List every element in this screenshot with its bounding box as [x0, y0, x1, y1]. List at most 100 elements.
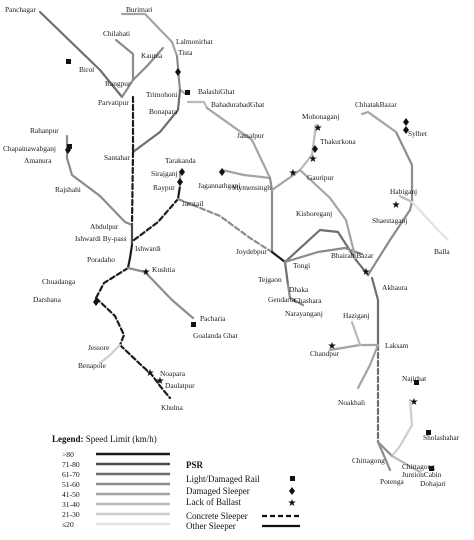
station-label[interactable]: Sholashahar [423, 433, 460, 442]
station-label[interactable]: Narayanganj [285, 309, 323, 318]
speed-band-label: >80 [62, 450, 74, 459]
psr-ballast-star: ★ [328, 341, 337, 352]
track-amanura-rajshahi [65, 156, 102, 198]
station-label[interactable]: BalashiGhat [198, 87, 235, 96]
station-label[interactable]: Tejgaon [258, 275, 282, 284]
station-label[interactable]: Dohajari [420, 479, 446, 488]
psr-sleeper-diamond [219, 168, 225, 176]
station-label[interactable]: Mohonaganj [302, 112, 339, 121]
station-label[interactable]: Jamtail [182, 199, 203, 208]
track-jessore-benapole [98, 343, 122, 365]
speed-band-label: 61-70 [62, 470, 80, 479]
station-label[interactable]: Sylhet [408, 129, 428, 138]
station-label[interactable]: Balla [434, 247, 450, 256]
station-label[interactable]: Ishwardi By-pass [75, 234, 127, 243]
station-label[interactable]: Kaunia [141, 51, 163, 60]
station-label[interactable]: Kishoreganj [296, 209, 332, 218]
station-label[interactable]: Parvatipur [98, 98, 129, 107]
track-bypass-jamtail [132, 197, 180, 242]
station-label[interactable]: ChhatakBazar [355, 100, 397, 109]
psr-item-label: Light/Damaged Rail [186, 474, 260, 484]
station-label[interactable]: Mymensingh [232, 183, 271, 192]
track-chilahati-rangpur [114, 38, 135, 82]
station-label[interactable]: Akhaura [382, 283, 408, 292]
station-label[interactable]: Jagannathganj [198, 181, 240, 190]
station-label[interactable]: Chashara [294, 296, 322, 305]
station-label[interactable]: Goalanda Ghat [193, 331, 238, 340]
station-label[interactable]: Gauripur [307, 173, 334, 182]
psr-rail-square [414, 380, 419, 385]
station-label[interactable]: Bhairab Bazar [331, 251, 374, 260]
psr-markers [65, 59, 434, 471]
psr-sleeper-diamond [403, 118, 409, 126]
track-sylhet-chhatak [360, 110, 398, 134]
station-label[interactable]: Rangpur [105, 79, 131, 88]
track-tista-trimohoni [175, 54, 182, 92]
station-label[interactable]: Pacharia [200, 314, 226, 323]
station-label[interactable]: Noapara [160, 369, 186, 378]
station-label[interactable]: Noakhali [338, 398, 365, 407]
station-label[interactable]: Jessore [88, 343, 110, 352]
psr-ballast-star: ★ [362, 267, 371, 278]
station-label[interactable]: Chandpur [310, 349, 340, 358]
station-label[interactable]: Potenga [380, 477, 405, 486]
track-chittagong-potenga [376, 440, 392, 472]
station-label[interactable]: Bonapara [149, 107, 178, 116]
station-label[interactable]: Santahar [104, 153, 130, 162]
track-poradaho-darshana [94, 266, 130, 300]
station-label[interactable]: Raypur [153, 183, 175, 192]
station-label[interactable]: Birol [79, 65, 94, 74]
station-label[interactable]: Laksam [385, 341, 409, 350]
track-jamtail-joydebpur [176, 197, 274, 254]
station-label[interactable]: Jamalpur [237, 131, 265, 140]
station-label[interactable]: Tista [178, 48, 193, 57]
station-label[interactable]: Joydebpur [236, 247, 267, 256]
track-jessore-khulna [118, 343, 172, 400]
station-label[interactable]: Sirajganj [151, 169, 178, 178]
station-label[interactable]: Dhaka [289, 285, 309, 294]
track-gauripur-kishoreganj [298, 168, 332, 200]
station-label[interactable]: Khulna [161, 403, 183, 412]
station-label[interactable]: Tongi [293, 261, 310, 270]
station-label[interactable]: Tarakanda [165, 156, 196, 165]
station-label[interactable]: Trimohoni [146, 90, 177, 99]
station-label[interactable]: Daulatpur [165, 381, 195, 390]
station-label[interactable]: Najirhat [402, 374, 427, 383]
station-label[interactable]: BahadurabadGhat [211, 100, 265, 109]
station-label[interactable]: Burimari [126, 5, 153, 14]
station-label[interactable]: Shaestaganj [372, 216, 407, 225]
station-label[interactable]: Panchagar [5, 5, 36, 14]
psr-sleeper-diamond [179, 168, 185, 176]
station-label[interactable]: Ishwardi [135, 244, 161, 253]
station-label[interactable]: Gendaria [268, 295, 296, 304]
station-label[interactable]: Darshana [33, 295, 62, 304]
station-label[interactable]: JuntionCabin [402, 470, 442, 479]
track-joydebpur-tongi [270, 250, 287, 264]
station-label[interactable]: Haziganj [343, 311, 370, 320]
station-label[interactable]: Chittagong [402, 462, 435, 471]
speed-band-label: 31-40 [62, 500, 80, 509]
legend: Legend: Speed Limit (km/h) >80 71-80 61-… [52, 434, 300, 531]
station-label[interactable]: Amanura [24, 156, 52, 165]
station-label[interactable]: Chapainawabganj [3, 144, 56, 153]
psr-rail-square [191, 322, 196, 327]
psr-rail-square [66, 59, 71, 64]
station-label[interactable]: Thakurkona [320, 137, 356, 146]
station-label[interactable]: Lalmonirhat [176, 37, 213, 46]
psr-ballast-star: ★ [142, 267, 151, 278]
station-label[interactable]: Rahanpur [30, 126, 59, 135]
station-label[interactable]: Abdulpur [90, 222, 119, 231]
sleeper-item-label: Other Sleeper [186, 521, 236, 531]
track-najirhat-cabin [390, 398, 414, 458]
station-label[interactable]: Chuadanga [42, 277, 76, 286]
station-label[interactable]: Chilahati [103, 29, 130, 38]
station-label[interactable]: Kushtia [152, 265, 176, 274]
station-label[interactable]: Habiganj [390, 187, 417, 196]
station-label[interactable]: Rajshahi [55, 185, 81, 194]
station-label[interactable]: Chittagong [352, 456, 385, 465]
track-jamalpur-mymensingh [268, 176, 274, 192]
psr-diamond-icon [289, 487, 295, 495]
station-label[interactable]: Benapole [78, 361, 107, 370]
station-label[interactable]: Poradaho [87, 255, 115, 264]
